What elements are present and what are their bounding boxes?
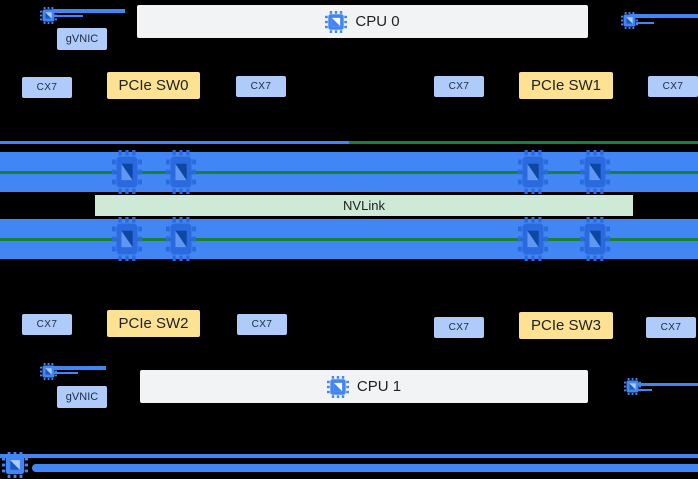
- bottom-network-line: [0, 454, 698, 458]
- cx7-label: CX7: [448, 81, 470, 92]
- network-link-line: [630, 14, 698, 18]
- gvnic-top-box: gVNIC: [57, 28, 107, 50]
- nic-chip-icon: [621, 12, 638, 29]
- cx7-box: CX7: [236, 76, 286, 97]
- bottom-network-line-thick: [32, 464, 698, 472]
- pcie-sw2-box: PCIe SW2: [107, 310, 200, 337]
- cpu1-label: CPU 1: [356, 378, 402, 395]
- nvlink-label: NVLink: [343, 198, 385, 213]
- pcie-sw3-label: PCIe SW3: [530, 317, 602, 334]
- cpu-chip-icon: [325, 10, 348, 33]
- gpu-chip-icon: [580, 150, 610, 194]
- pcie-sw1-label: PCIe SW1: [530, 77, 602, 94]
- gvnic-bottom-label: gVNIC: [65, 391, 99, 403]
- cx7-label: CX7: [251, 319, 273, 330]
- network-link-line: [52, 366, 106, 370]
- gpu-chip-icon: [166, 217, 196, 261]
- gpu-chip-icon: [112, 217, 142, 261]
- nvlink-bar: NVLink: [95, 195, 633, 216]
- cx7-box: CX7: [434, 317, 484, 338]
- cpu-chip-icon: [326, 375, 349, 398]
- gpu-chip-icon: [518, 217, 548, 261]
- cx7-label: CX7: [36, 82, 58, 93]
- pcie-sw0-label: PCIe SW0: [118, 77, 189, 94]
- gpu-chip-icon: [112, 150, 142, 194]
- cpu0-label: CPU 0: [355, 13, 400, 30]
- cpu0-box: CPU 0: [137, 5, 588, 38]
- nic-chip-icon: [40, 363, 57, 380]
- nvlink-line-top: [0, 171, 698, 174]
- nvlink-connector-line: [349, 141, 698, 144]
- cx7-label: CX7: [448, 322, 470, 333]
- gvnic-bottom-box: gVNIC: [57, 386, 107, 408]
- network-link-line: [636, 22, 654, 24]
- pcie-sw0-box: PCIe SW0: [107, 72, 200, 99]
- cx7-box: CX7: [237, 314, 287, 335]
- gpu-chip-icon: [518, 150, 548, 194]
- gpu-chip-icon: [166, 150, 196, 194]
- cx7-label: CX7: [662, 81, 684, 92]
- network-link-line: [52, 15, 83, 17]
- pcie-sw2-label: PCIe SW2: [118, 315, 189, 332]
- cx7-box: CX7: [434, 76, 484, 97]
- cx7-label: CX7: [250, 81, 272, 92]
- cx7-box: CX7: [648, 76, 698, 97]
- cx7-label: CX7: [660, 322, 682, 333]
- pcie-sw3-box: PCIe SW3: [519, 312, 613, 339]
- cx7-label: CX7: [36, 319, 58, 330]
- pcie-connector-line: [0, 141, 349, 144]
- cpu1-box: CPU 1: [140, 370, 588, 403]
- nvlink-line-bottom: [0, 238, 698, 241]
- cx7-box: CX7: [22, 77, 72, 98]
- nic-chip-icon: [624, 378, 641, 395]
- cx7-box: CX7: [646, 317, 696, 338]
- nic-chip-icon: [40, 7, 57, 24]
- gpu-chip-icon: [580, 217, 610, 261]
- pcie-sw1-box: PCIe SW1: [519, 72, 613, 99]
- nic-chip-icon: [2, 452, 28, 478]
- network-link-line: [52, 9, 125, 13]
- network-link-line: [52, 372, 78, 374]
- cx7-box: CX7: [22, 314, 72, 335]
- gvnic-top-label: gVNIC: [65, 33, 99, 45]
- network-link-line: [638, 389, 652, 391]
- network-link-line: [638, 383, 698, 386]
